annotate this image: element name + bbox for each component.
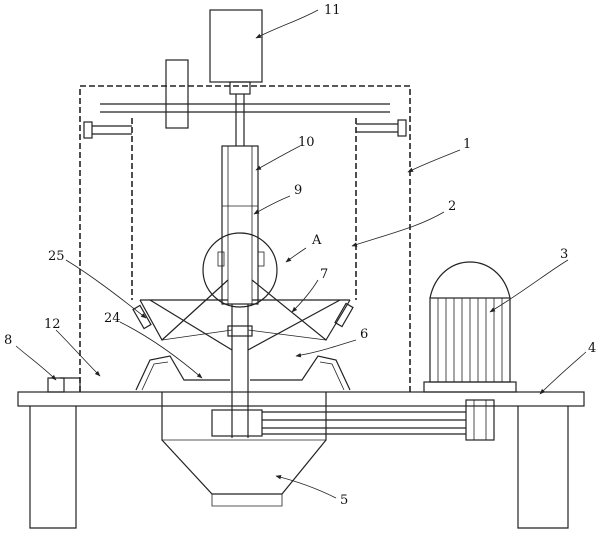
outer-housing xyxy=(79,85,411,392)
label-24: 24 xyxy=(104,311,121,326)
top-motor xyxy=(209,9,263,95)
leader-lines xyxy=(15,9,587,499)
label-5: 5 xyxy=(340,493,348,508)
base-plate xyxy=(17,391,585,529)
label-9: 9 xyxy=(294,183,302,198)
label-12: 12 xyxy=(44,317,61,332)
label-4: 4 xyxy=(588,341,596,356)
label-10: 10 xyxy=(298,135,315,150)
pulley-block xyxy=(165,59,189,129)
label-3: 3 xyxy=(560,247,568,262)
label-2: 2 xyxy=(448,199,456,214)
transmission xyxy=(211,399,495,441)
cone-separator xyxy=(132,279,354,351)
label-11: 11 xyxy=(324,3,341,18)
side-motor xyxy=(423,261,517,393)
shaft-assembly xyxy=(221,94,259,438)
label-25: 25 xyxy=(48,249,65,264)
inner-drum xyxy=(83,103,407,300)
label-8: 8 xyxy=(4,333,12,348)
label-7: 7 xyxy=(320,267,328,282)
collecting-funnel xyxy=(47,355,351,393)
label-1: 1 xyxy=(463,137,471,152)
label-6: 6 xyxy=(360,327,368,342)
part-labels: 11 1 2 3 4 5 6 7 8 9 10 12 24 25 A xyxy=(4,3,596,508)
lower-hopper xyxy=(161,392,327,507)
label-a: A xyxy=(311,233,322,248)
detail-circle-a xyxy=(202,232,278,308)
